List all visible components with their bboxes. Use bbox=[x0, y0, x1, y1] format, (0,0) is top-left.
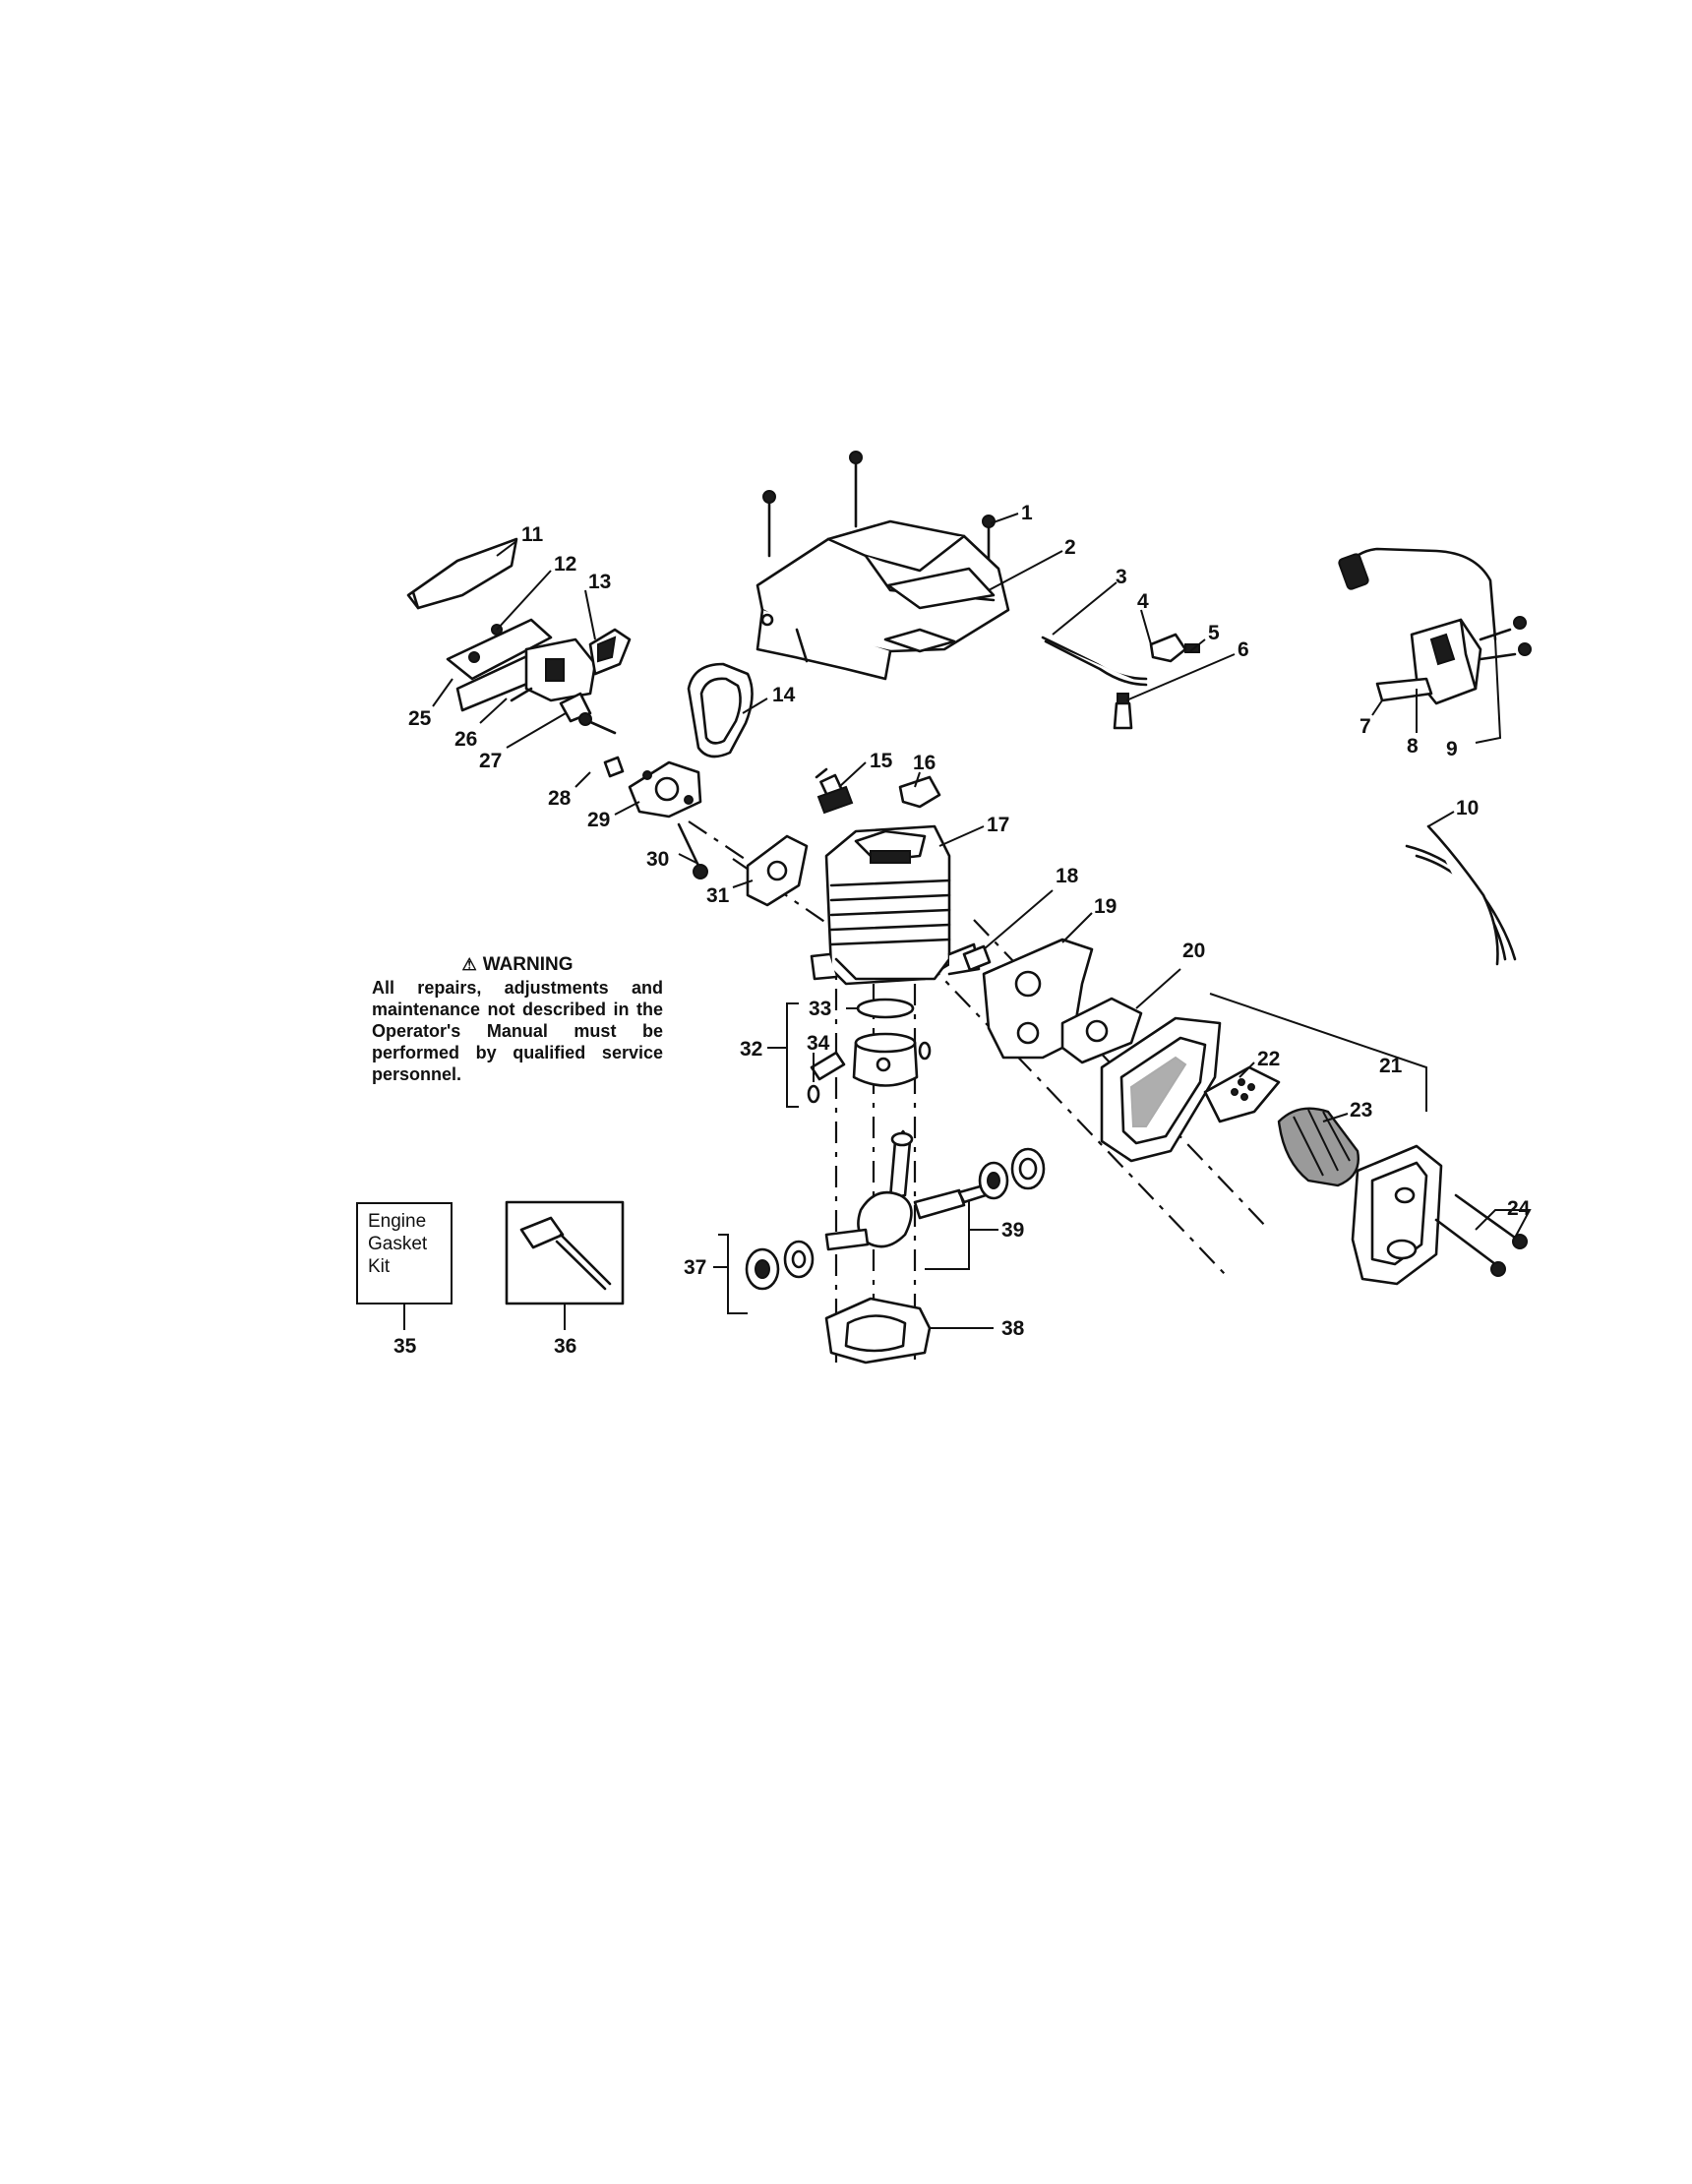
callout-19: 19 bbox=[1094, 895, 1117, 918]
callout-14: 14 bbox=[772, 684, 796, 706]
warning-title-text: WARNING bbox=[482, 954, 574, 975]
callout-34: 34 bbox=[807, 1032, 830, 1055]
fuel-fitting-part bbox=[1149, 633, 1200, 663]
callout-20: 20 bbox=[1182, 940, 1205, 962]
callout-26: 26 bbox=[454, 728, 477, 751]
callout-24: 24 bbox=[1507, 1197, 1531, 1220]
callout-6: 6 bbox=[1238, 638, 1249, 661]
crank-bearing-left-part bbox=[745, 1240, 815, 1291]
engine-gasket-kit-box: Engine Gasket Kit bbox=[356, 1202, 453, 1304]
callout-2: 2 bbox=[1064, 536, 1076, 559]
ignition-coil-part bbox=[1338, 547, 1532, 705]
kit-label-line-1: Engine bbox=[368, 1211, 427, 1232]
callout-numbers: 1 2 3 4 5 6 7 8 9 10 11 12 13 14 15 16 1… bbox=[393, 502, 1531, 1358]
callout-29: 29 bbox=[587, 809, 610, 831]
callout-1: 1 bbox=[1021, 502, 1033, 524]
crank-bearing-right-part bbox=[978, 1147, 1046, 1200]
callout-22: 22 bbox=[1257, 1048, 1280, 1070]
piston-ring-part bbox=[856, 998, 915, 1019]
crankcase-part bbox=[824, 1297, 932, 1365]
callout-4: 4 bbox=[1137, 590, 1149, 613]
callout-23: 23 bbox=[1350, 1099, 1372, 1122]
callout-9: 9 bbox=[1446, 738, 1458, 760]
carburetor-part bbox=[446, 618, 632, 723]
callout-30: 30 bbox=[646, 848, 669, 871]
callout-11: 11 bbox=[521, 523, 544, 546]
callout-25: 25 bbox=[408, 707, 432, 730]
crankshaft-part bbox=[824, 1129, 988, 1251]
callout-28: 28 bbox=[548, 787, 572, 810]
callout-7: 7 bbox=[1360, 715, 1371, 738]
muffler-cover-part bbox=[1351, 1144, 1443, 1286]
callout-17: 17 bbox=[987, 814, 1009, 836]
cylinder-part bbox=[810, 824, 981, 986]
piston-pin-part bbox=[807, 1041, 932, 1104]
callout-36: 36 bbox=[554, 1335, 576, 1358]
muffler-plate-part bbox=[1060, 997, 1143, 1064]
ignition-wires-part bbox=[1405, 824, 1517, 966]
top-cover-part bbox=[755, 519, 1010, 681]
callout-38: 38 bbox=[1001, 1317, 1025, 1340]
callout-32: 32 bbox=[740, 1038, 762, 1061]
warning-title: ⚠ WARNING bbox=[372, 954, 663, 976]
warning-note: ⚠ WARNING All repairs, adjustments and ma… bbox=[372, 954, 663, 1085]
callout-10: 10 bbox=[1456, 797, 1479, 819]
spark-plug-boot-part bbox=[898, 775, 941, 809]
fuel-filter-part bbox=[1113, 693, 1133, 730]
callout-35: 35 bbox=[393, 1335, 417, 1358]
spark-arrestor-screen-part bbox=[1277, 1107, 1360, 1187]
spark-plug-part bbox=[815, 767, 854, 815]
leader-lines bbox=[403, 513, 1532, 1330]
kit-label-line-2: Gasket bbox=[368, 1234, 428, 1254]
callout-8: 8 bbox=[1407, 735, 1419, 758]
warning-text: All repairs, adjustments and maintenance… bbox=[372, 978, 663, 1084]
callout-39: 39 bbox=[1001, 1219, 1024, 1242]
intake-boot-part bbox=[687, 662, 754, 758]
piston-part bbox=[852, 1032, 919, 1087]
air-filter-cover-part bbox=[406, 537, 518, 610]
warning-icon: ⚠ bbox=[461, 955, 477, 974]
kit-label-line-3: Kit bbox=[368, 1256, 391, 1277]
muffler-body-part bbox=[1100, 1016, 1222, 1163]
fuel-line-part bbox=[1041, 636, 1148, 687]
muffler-bolts-part bbox=[1434, 1193, 1528, 1277]
callout-37: 37 bbox=[684, 1256, 706, 1279]
callout-12: 12 bbox=[554, 553, 576, 576]
callout-33: 33 bbox=[809, 998, 831, 1020]
exhaust-stud-part bbox=[962, 944, 992, 972]
callout-18: 18 bbox=[1056, 865, 1079, 887]
intake-adapter-part bbox=[578, 712, 708, 880]
cylinder-gasket-part bbox=[746, 834, 809, 907]
callout-21: 21 bbox=[1379, 1055, 1403, 1077]
callout-16: 16 bbox=[913, 752, 936, 774]
callout-5: 5 bbox=[1208, 622, 1220, 644]
callout-27: 27 bbox=[479, 750, 502, 772]
callout-3: 3 bbox=[1116, 566, 1127, 588]
callout-13: 13 bbox=[588, 571, 611, 593]
callout-15: 15 bbox=[870, 750, 893, 772]
callout-31: 31 bbox=[706, 884, 730, 907]
spark-arrestor-plate-part bbox=[1203, 1065, 1281, 1123]
tool-box-part bbox=[505, 1200, 625, 1305]
